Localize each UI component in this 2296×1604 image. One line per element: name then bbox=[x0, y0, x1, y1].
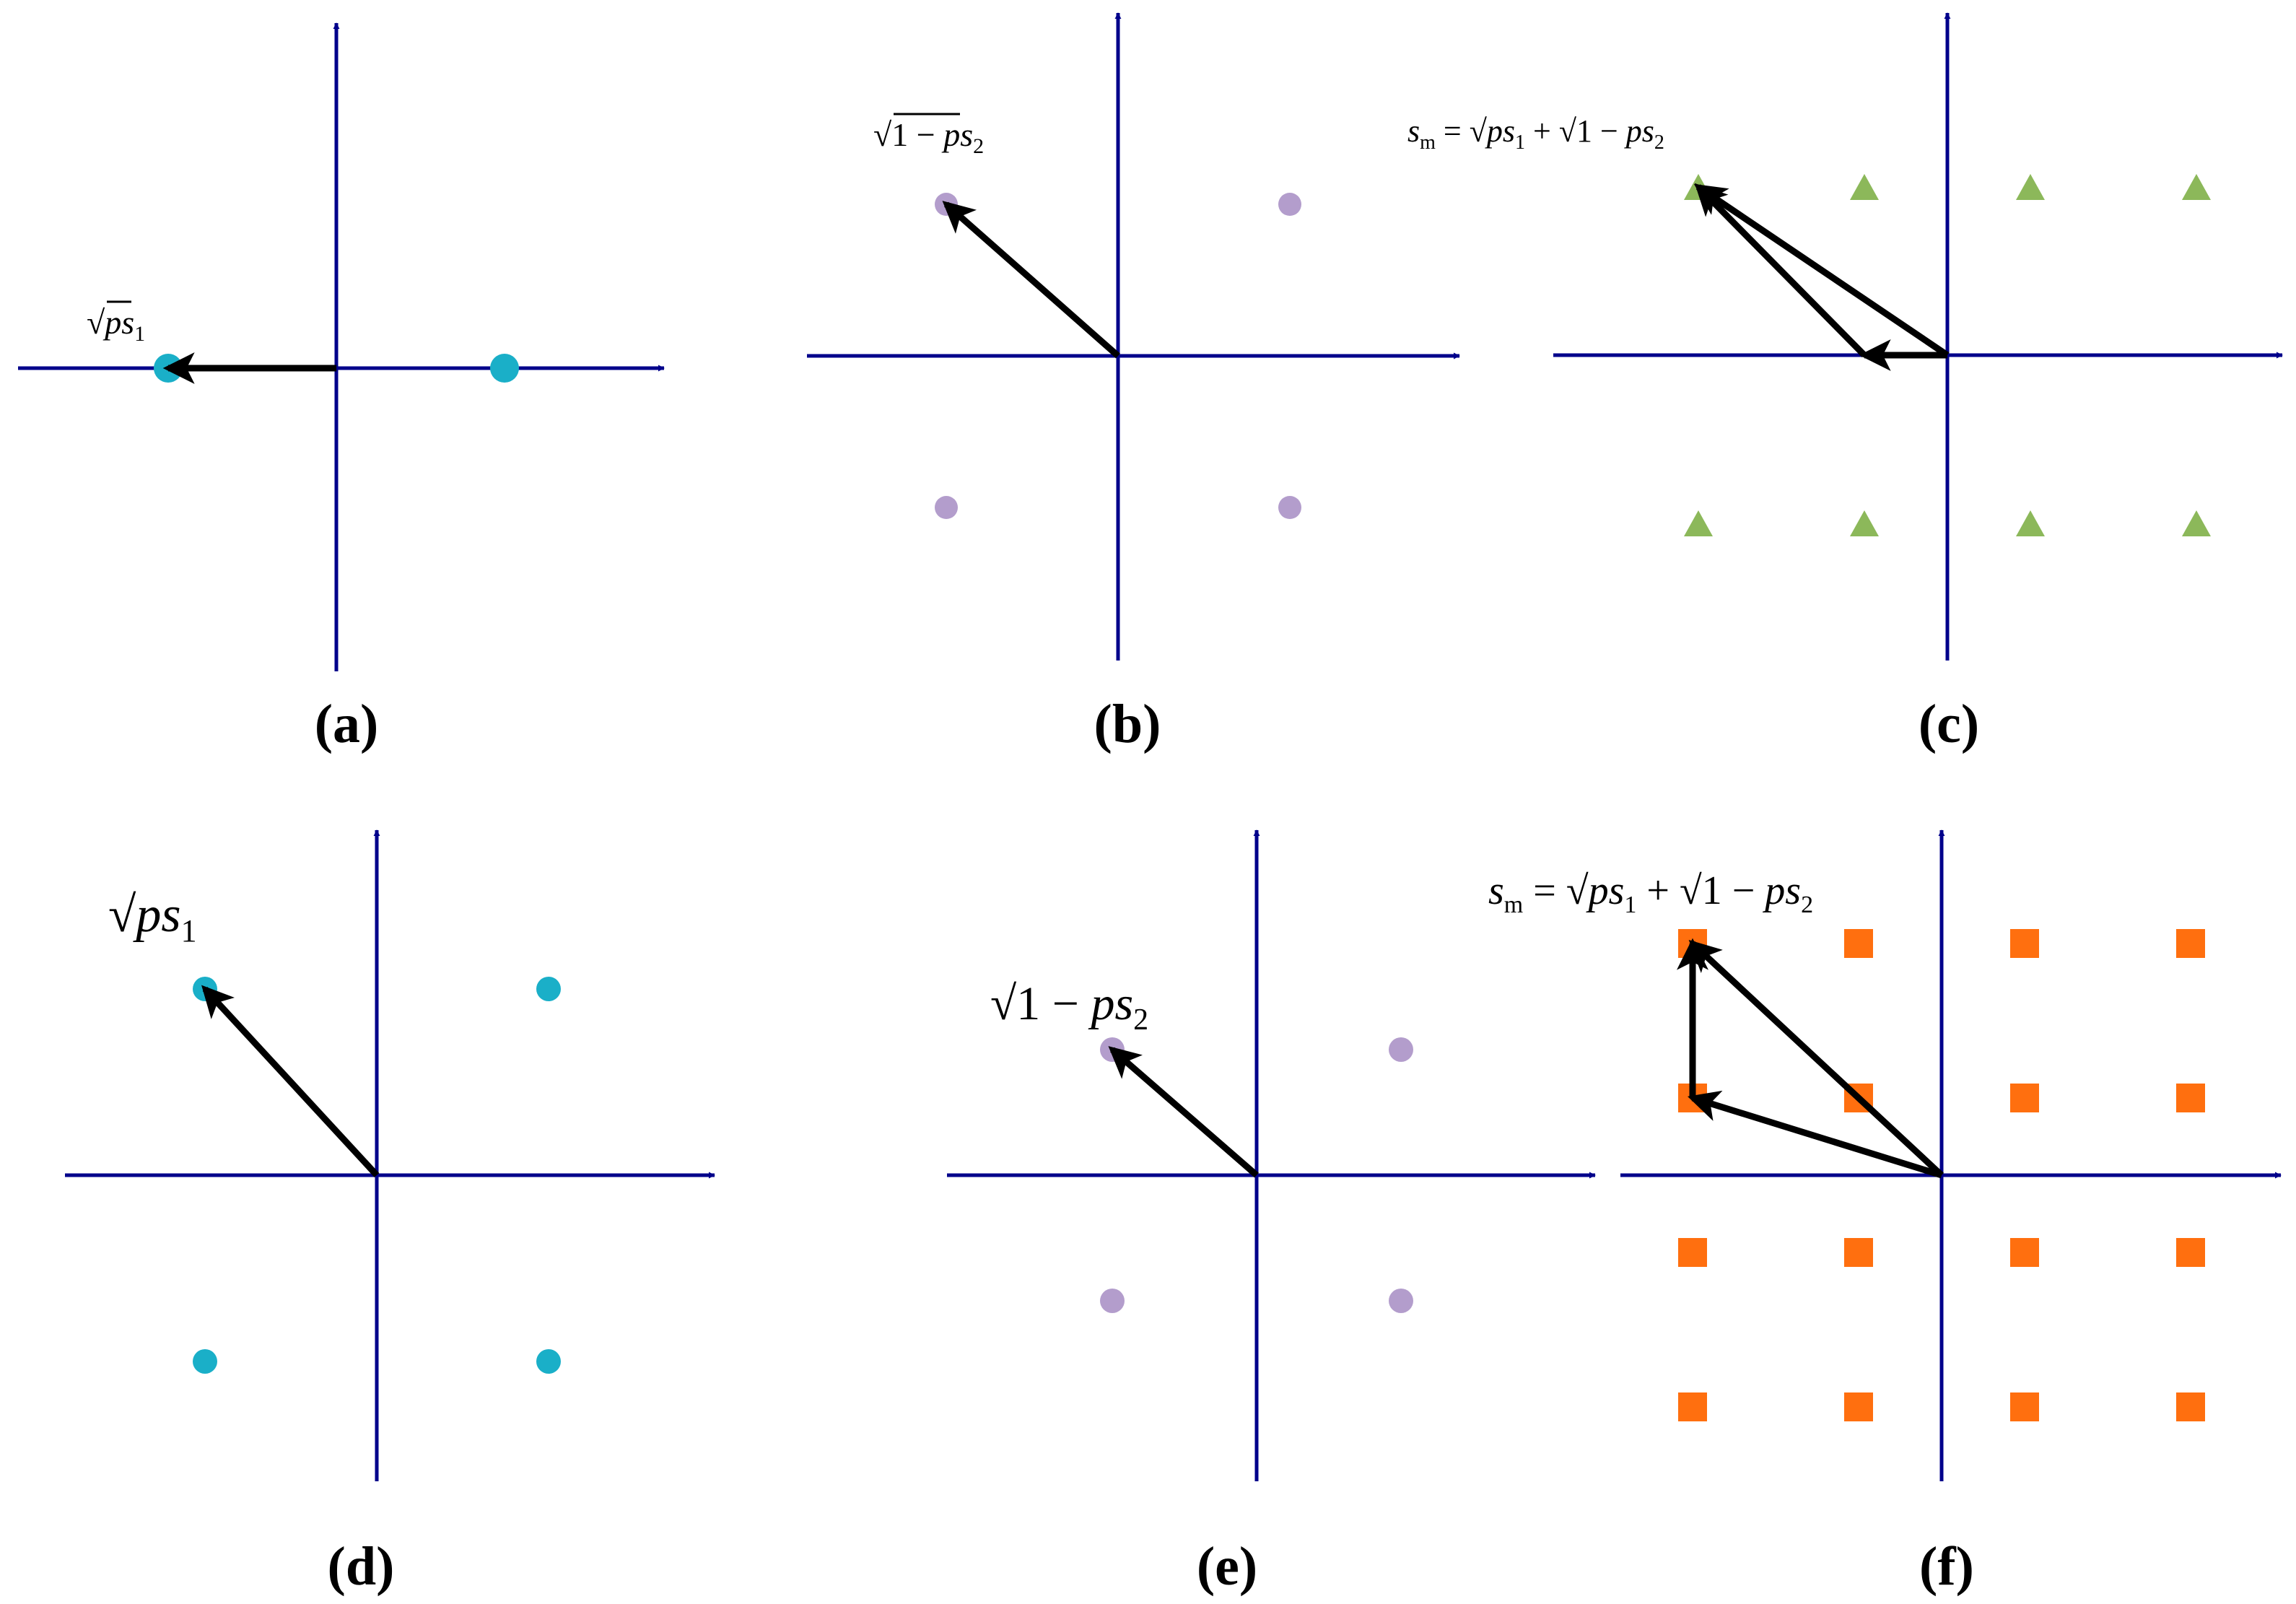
constellation-point bbox=[1844, 1238, 1873, 1267]
panel-b: √1 − ps2 (b) bbox=[807, 12, 1460, 754]
panel-f: sm = √ps1 + √1 − ps2 (f) bbox=[1488, 829, 2282, 1597]
panel-e: √1 − ps2 (e) bbox=[947, 829, 1596, 1597]
panel-c: sm = √ps1 + √1 − ps2 (c) bbox=[1407, 12, 2283, 754]
annotation-sqrt-1-p-s2: √1 − ps2 bbox=[990, 977, 1148, 1037]
annotation-sm-sum: sm = √ps1 + √1 − ps2 bbox=[1407, 113, 1664, 154]
annotation-sqrt-1-p-s2: √1 − ps2 bbox=[873, 116, 984, 158]
vectors bbox=[1108, 1046, 1259, 1178]
constellation-point bbox=[935, 496, 958, 519]
constellation-point bbox=[2176, 1392, 2205, 1421]
constellation-point bbox=[2010, 1084, 2039, 1112]
constellation-point bbox=[1389, 1289, 1413, 1313]
constellation-point bbox=[2010, 1392, 2039, 1421]
constellation-point bbox=[490, 354, 519, 383]
constellation-point bbox=[1678, 1238, 1707, 1267]
annotation-sqrt-p-s1: √ps1 bbox=[108, 887, 197, 949]
constellation-point bbox=[1278, 496, 1301, 519]
constellation-point bbox=[536, 1349, 561, 1374]
panel-d: √ps1 (d) bbox=[65, 829, 715, 1597]
panel-label-e: (e) bbox=[1197, 1536, 1257, 1597]
panel-label-f: (f) bbox=[1919, 1536, 1974, 1597]
constellation-point bbox=[1850, 174, 1879, 200]
constellation-point bbox=[2176, 929, 2205, 958]
constellation-point bbox=[1844, 929, 1873, 958]
panel-label-a: (a) bbox=[315, 694, 379, 754]
constellation-point bbox=[2016, 510, 2045, 536]
vector-arrow bbox=[1693, 183, 1950, 358]
constellation-point bbox=[1389, 1037, 1413, 1062]
constellation-point bbox=[2016, 174, 2045, 200]
vector-arrow bbox=[1108, 1046, 1259, 1178]
constellation-points bbox=[1684, 174, 2211, 536]
annotation-sm-sum: sm = √ps1 + √1 − ps2 bbox=[1488, 868, 1813, 918]
constellation-point bbox=[1684, 510, 1713, 536]
vectors bbox=[1677, 938, 1944, 1179]
constellation-point bbox=[2176, 1084, 2205, 1112]
vector-arrow bbox=[201, 985, 380, 1178]
constellation-point bbox=[2176, 1238, 2205, 1267]
constellation-point bbox=[1844, 1392, 1873, 1421]
constellation-point bbox=[2010, 929, 2039, 958]
constellation-point bbox=[1100, 1289, 1125, 1313]
panel-a: √ps1 (a) bbox=[18, 22, 665, 754]
constellation-point bbox=[2182, 510, 2211, 536]
vector-arrow bbox=[1687, 1090, 1943, 1179]
constellation-point bbox=[1678, 1392, 1707, 1421]
vectors bbox=[1693, 183, 1950, 371]
constellation-point bbox=[2182, 174, 2211, 200]
vector-arrow bbox=[942, 201, 1120, 359]
vectors bbox=[201, 985, 380, 1178]
vector-arrow bbox=[1688, 940, 1944, 1178]
panel-label-d: (d) bbox=[328, 1536, 395, 1597]
annotation-sqrt-p-s1: √ps1 bbox=[87, 304, 145, 346]
vectors bbox=[942, 201, 1120, 359]
constellation-points bbox=[1678, 929, 2205, 1421]
constellation-point bbox=[536, 977, 561, 1001]
panel-label-c: (c) bbox=[1919, 694, 1979, 754]
panel-label-b: (b) bbox=[1094, 694, 1161, 754]
constellation-points bbox=[935, 193, 1301, 519]
constellation-point bbox=[193, 1349, 217, 1374]
constellation-point bbox=[1850, 510, 1879, 536]
vector-arrow bbox=[1694, 183, 1867, 358]
constellation-point bbox=[1278, 193, 1301, 216]
constellation-point bbox=[2010, 1238, 2039, 1267]
